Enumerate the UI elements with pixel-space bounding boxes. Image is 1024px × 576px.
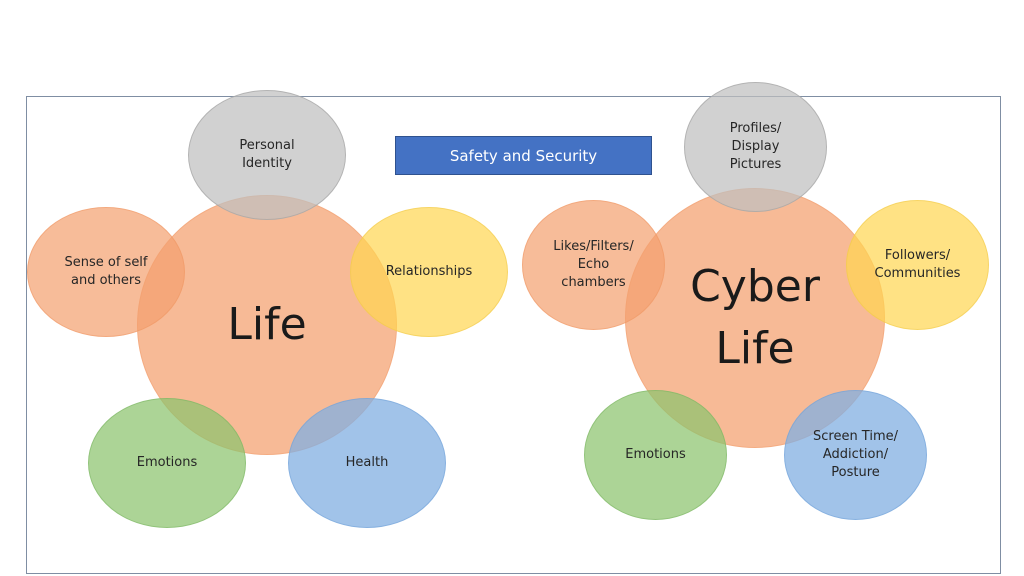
followers-circle: Followers/ Communities (846, 200, 989, 330)
screen-time-circle: Screen Time/ Addiction/ Posture (784, 390, 927, 520)
likes-filters-circle: Likes/Filters/ Echo chambers (522, 200, 665, 330)
personal-identity-circle: Personal Identity (188, 90, 346, 220)
life-emotions-circle: Emotions (88, 398, 246, 528)
diagram-frame (26, 96, 1001, 574)
relationships-circle: Relationships (350, 207, 508, 337)
sense-of-self-circle: Sense of self and others (27, 207, 185, 337)
cyber-emotions-circle: Emotions (584, 390, 727, 520)
profiles-circle: Profiles/ Display Pictures (684, 82, 827, 212)
safety-and-security-title: Safety and Security (395, 136, 652, 175)
health-circle: Health (288, 398, 446, 528)
